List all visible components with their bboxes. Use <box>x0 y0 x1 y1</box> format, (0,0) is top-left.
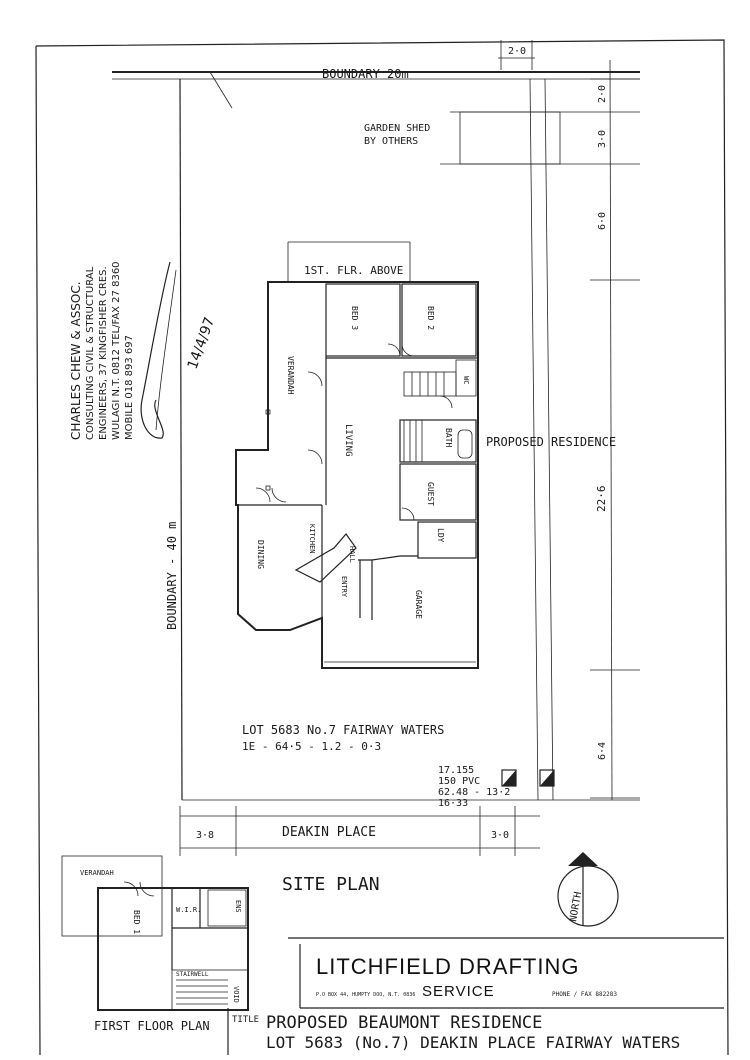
service-note-3: 62.48 - 13·2 <box>438 787 510 798</box>
room-label-wc: WC <box>462 376 470 384</box>
first-floor-plan <box>61 855 249 1011</box>
service-note-2: 150 PVC <box>438 776 480 787</box>
svg-text:ENGINEERS, 37 KINGFISHER CRES.: ENGINEERS, 37 KINGFISHER CRES. <box>98 266 109 440</box>
lot-line-2: 1E - 64·5 - 1.2 - 0·3 <box>242 740 381 753</box>
room-label-kitchen: KITCHEN <box>308 524 316 554</box>
first-floor-stairs <box>176 979 228 1005</box>
room-label-hall: HALL <box>348 546 356 563</box>
garden-shed <box>450 111 590 165</box>
first-floor-above-label: 1ST. FLR. ABOVE <box>304 264 403 277</box>
dim-shed-offset: 2·0 <box>508 46 526 57</box>
service-note-4: 16·33 <box>438 798 468 809</box>
svg-text:MOBILE 018 893 697: MOBILE 018 893 697 <box>124 335 135 440</box>
service-pit-2 <box>539 769 555 787</box>
room-label-ldy: LDY <box>436 528 445 543</box>
company-name: LITCHFIELD DRAFTING <box>316 954 579 979</box>
north-label: NORTH <box>568 891 584 923</box>
room-label-guest: GUEST <box>426 482 435 506</box>
dim-rear-setback: 6·4 <box>597 742 608 760</box>
company-phone: PHONE / FAX 882283 <box>552 991 617 998</box>
room-label-garage: GARAGE <box>414 590 423 619</box>
north-arrow-icon <box>557 852 619 927</box>
service-pit-1 <box>501 769 517 787</box>
ff-label-stairwell: STAIRWELL <box>176 971 209 978</box>
room-label-bed2: BED 2 <box>426 306 435 330</box>
service-note-1: 17.155 <box>438 765 474 776</box>
first-floor-above-outline <box>287 241 411 282</box>
dim-service-offset: 3·0 <box>491 830 509 841</box>
dim-top-gap: 2·0 <box>597 85 608 103</box>
garden-shed-label-2: BY OTHERS <box>364 136 418 147</box>
svg-text:WULAGI N.T. 0812 TEL/FAX 27 83: WULAGI N.T. 0812 TEL/FAX 27 8360 <box>111 261 122 440</box>
room-label-verandah: VERANDAH <box>286 356 295 395</box>
company-service: SERVICE <box>422 983 495 1000</box>
svg-text:CONSULTING CIVIL & STRUCTURAL: CONSULTING CIVIL & STRUCTURAL <box>85 266 96 440</box>
room-label-entry: ENTRY <box>340 576 348 598</box>
lot-line-1: LOT 5683 No.7 FAIRWAY WATERS <box>242 723 444 737</box>
dim-shed-depth: 3·0 <box>597 130 608 148</box>
dim-left-setback: 3·8 <box>196 830 214 841</box>
bath-stair-hatch <box>403 420 423 462</box>
room-label-living: LIVING <box>343 424 353 457</box>
ff-label-ens: ENS <box>234 900 242 913</box>
title-label: TITLE <box>232 1015 259 1025</box>
dim-house-depth: 22·6 <box>595 486 608 513</box>
garden-shed-label-1: GARDEN SHED <box>364 123 430 134</box>
street-lines <box>179 806 540 856</box>
title-block-frame <box>227 937 724 1055</box>
ff-label-wir: W.I.R. <box>176 906 201 914</box>
engineer-signature <box>140 261 177 439</box>
proposed-residence-label: PROPOSED RESIDENCE <box>486 435 616 449</box>
boundary-side-label: BOUNDARY - 40 m <box>165 522 179 630</box>
boundary-top-label: BOUNDARY 20m <box>322 67 409 81</box>
project-title-line-2: LOT 5683 (No.7) DEAKIN PLACE FAIRWAY WAT… <box>266 1033 680 1052</box>
site-plan-title: SITE PLAN <box>282 874 380 895</box>
engineer-stamp: CHARLES CHEW & ASSOC. CONSULTING CIVIL &… <box>69 261 135 440</box>
street-name: DEAKIN PLACE <box>282 825 376 840</box>
room-label-bath: BATH <box>444 428 453 447</box>
ff-label-void: VOID <box>232 986 240 1003</box>
ff-label-bed1: BED 1 <box>132 910 141 934</box>
ground-floor-plan <box>235 281 479 669</box>
room-label-dining: DINING <box>256 540 265 569</box>
sheet-border <box>35 39 729 1056</box>
stairs <box>403 371 457 397</box>
site-boundary <box>112 71 640 801</box>
company-address: P.O BOX 44, HUMPTY DOO, N.T. 0836 <box>316 992 415 998</box>
first-floor-plan-title: FIRST FLOOR PLAN <box>94 1019 210 1033</box>
dim-front-setback: 6·0 <box>597 212 608 230</box>
stamp-date: 14/4/97 <box>185 315 218 371</box>
ff-label-verandah: VERANDAH <box>80 869 114 877</box>
svg-text:CHARLES CHEW & ASSOC.: CHARLES CHEW & ASSOC. <box>69 281 83 440</box>
project-title-line-1: PROPOSED BEAUMONT RESIDENCE <box>266 1013 542 1033</box>
room-label-bed3: BED 3 <box>350 306 359 330</box>
